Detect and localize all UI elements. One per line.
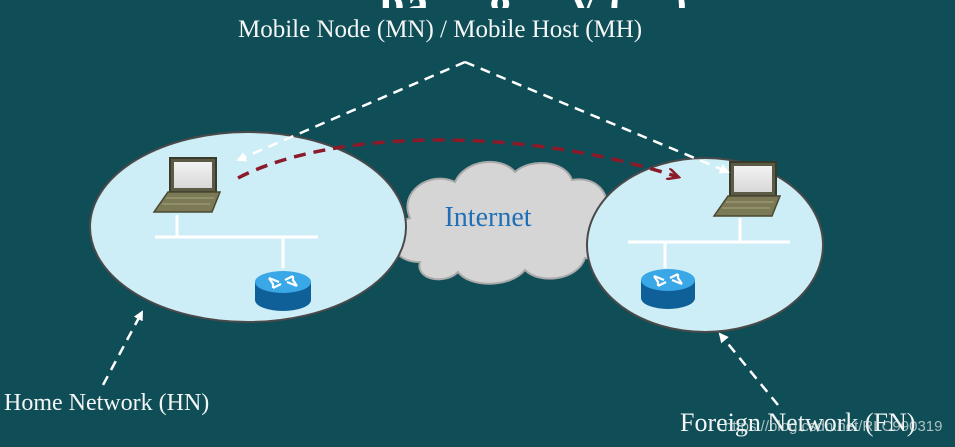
home-network-ellipse <box>89 131 407 323</box>
hn-pointer-arrow <box>101 310 144 386</box>
movement-arrow <box>237 138 678 178</box>
laptop-icon <box>712 161 782 217</box>
foreign-lan <box>628 218 790 268</box>
slide-title-fragment: pa… g… y (…) <box>380 0 840 8</box>
mn-pointer-arrow-foreign <box>464 60 730 174</box>
mobile-node-label: Mobile Node (MN) / Mobile Host (MH) <box>238 16 643 43</box>
home-lan <box>155 215 318 268</box>
cloud-icon <box>391 160 615 285</box>
home-network-label: Home Network (HN) <box>4 390 210 416</box>
router-icon <box>255 271 311 311</box>
foreign-network-ellipse <box>586 157 824 333</box>
watermark: https://blog.csdn.net/RLC990319 <box>724 418 943 435</box>
foreign-network-label: Foreign Network (FN) <box>680 408 916 437</box>
fn-pointer-arrow <box>718 332 779 406</box>
internet-label: Internet <box>444 202 531 233</box>
mn-pointer-arrow-home <box>236 60 466 162</box>
router-icon <box>641 269 695 309</box>
laptop-icon <box>152 157 222 213</box>
